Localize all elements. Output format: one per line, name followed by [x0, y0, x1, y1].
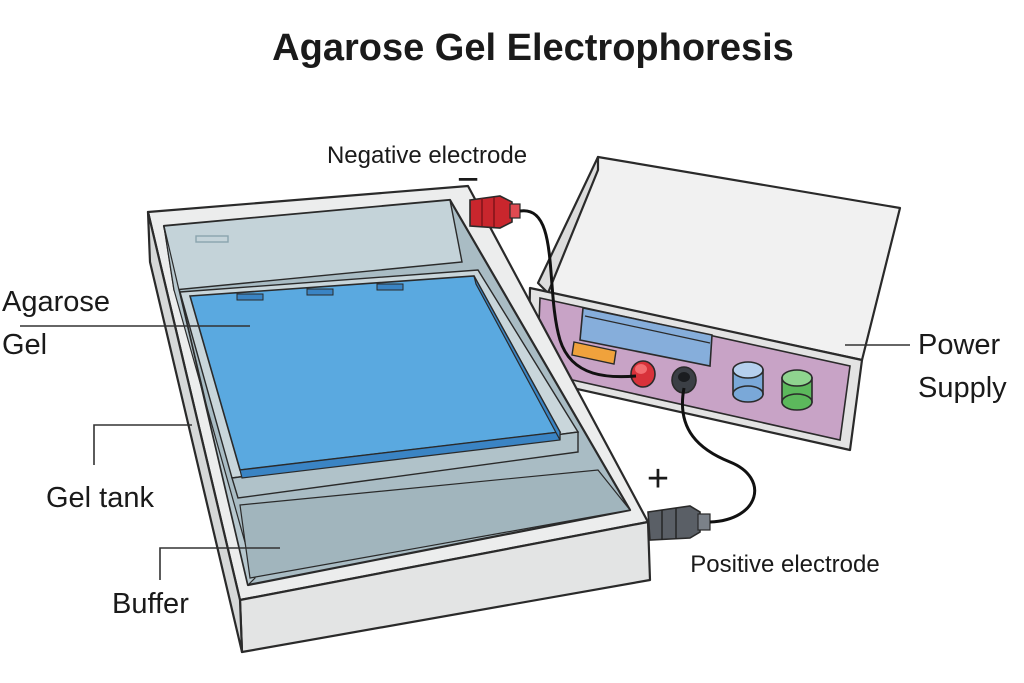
gel-tank-label: Gel tank: [46, 482, 154, 514]
power-supply-label-line2: Supply: [918, 372, 1007, 404]
buffer-label: Buffer: [112, 588, 189, 620]
gel-well: [377, 284, 403, 290]
green-knob: [782, 370, 812, 410]
positive-electrode-label: Positive electrode: [690, 551, 879, 578]
page-title: Agarose Gel Electrophoresis: [272, 27, 794, 69]
power-supply-label-line1: Power: [918, 329, 1001, 361]
negative-sign: −: [457, 159, 479, 201]
gel-well: [307, 289, 333, 295]
gel-well: [237, 294, 263, 300]
positive-electrode-connector: [648, 506, 710, 540]
positive-sign: +: [647, 458, 669, 500]
blue-knob: [733, 362, 763, 402]
gel-tank-leader: [94, 425, 192, 465]
agarose-gel-label-line1: Agarose: [2, 286, 110, 318]
agarose-gel-label-line2: Gel: [2, 329, 47, 361]
negative-electrode-label: Negative electrode: [327, 142, 527, 169]
negative-terminal: [631, 361, 655, 387]
